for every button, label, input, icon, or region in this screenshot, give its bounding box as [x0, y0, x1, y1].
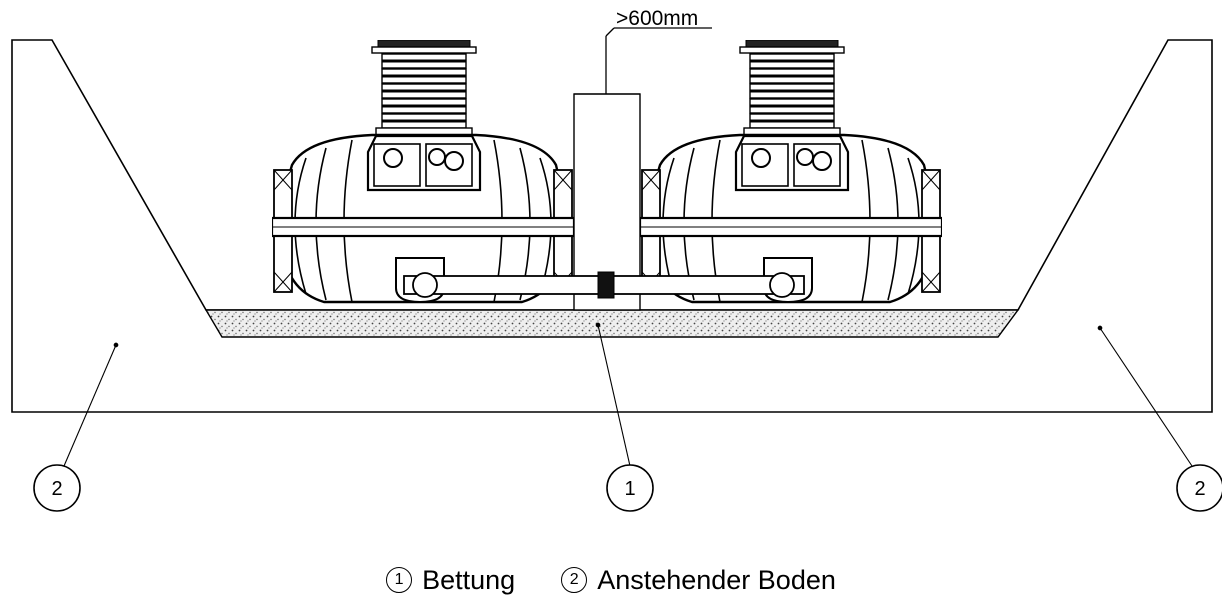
legend-number-bedding: 1	[386, 567, 413, 593]
legend-number-soil: 2	[561, 567, 588, 593]
right-tank	[640, 40, 942, 304]
callout-left-number: 2	[51, 478, 62, 500]
legend-item-bedding: 1 Bettung	[386, 565, 515, 596]
legend: 1 Bettung 2 Anstehender Boden	[0, 558, 1222, 602]
callout-right: 2	[1176, 464, 1222, 512]
callout-right-number: 2	[1194, 478, 1205, 500]
bedding-layer	[204, 309, 1020, 338]
legend-label-bedding: Bettung	[422, 564, 516, 595]
left-tank	[272, 40, 574, 304]
connecting-pipe	[403, 271, 805, 299]
legend-item-soil: 2 Anstehender Boden	[561, 565, 836, 596]
leader-lines	[63, 322, 1193, 467]
legend-label-soil: Anstehender Boden	[597, 564, 836, 595]
dimension-marker	[574, 27, 712, 95]
dimension-label: >600mm	[616, 7, 698, 30]
callout-center-number: 1	[624, 478, 635, 500]
callout-center: 1	[606, 464, 654, 512]
callout-left: 2	[33, 464, 81, 512]
